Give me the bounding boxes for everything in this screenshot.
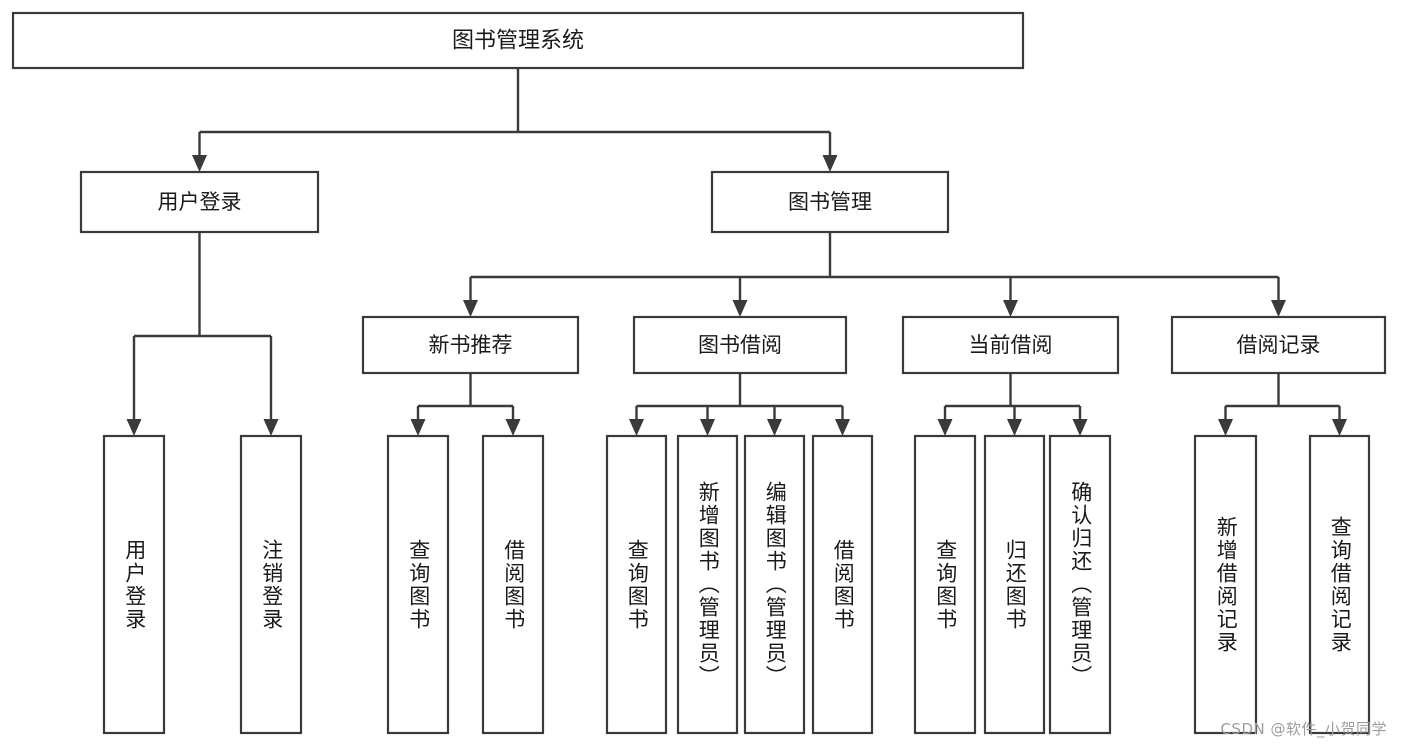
node-box-borrow-record[interactable] — [1170, 315, 1387, 375]
node-label-root: 图书管理系统 — [452, 29, 584, 54]
node-box-book-borrow[interactable] — [632, 315, 848, 375]
node-box-leaf-query-book-b[interactable] — [605, 434, 668, 735]
arrow-head-icon — [463, 300, 478, 317]
node-label-user-login: 用户登录 — [158, 190, 242, 214]
node-box-book-manage[interactable] — [710, 170, 950, 234]
arrow-head-icon — [1218, 419, 1233, 436]
node-box-leaf-borrow-book-b[interactable] — [811, 434, 874, 735]
node-box-new-book-rec[interactable] — [361, 315, 580, 375]
arrow-head-icon — [1003, 300, 1018, 317]
node-label-borrow-record: 借阅记录 — [1237, 333, 1321, 357]
arrow-head-icon — [937, 419, 953, 436]
arrow-head-icon — [700, 419, 715, 436]
node-label-book-borrow: 图书借阅 — [698, 333, 782, 357]
arrow-head-icon — [192, 155, 207, 172]
connector-layer — [126, 68, 1347, 436]
node-label-book-manage: 图书管理 — [788, 190, 872, 214]
node-box-leaf-query-record[interactable] — [1308, 434, 1371, 735]
node-box-leaf-query-book-c[interactable] — [913, 434, 977, 735]
arrow-head-icon — [505, 419, 521, 436]
node-box-leaf-user-login[interactable] — [102, 434, 166, 735]
node-box-leaf-edit-book[interactable] — [743, 434, 806, 735]
node-label-new-book-rec: 新书推荐 — [429, 333, 513, 357]
watermark-text: CSDN @软件_小贺同学 — [1220, 720, 1387, 738]
arrow-head-icon — [1072, 419, 1088, 436]
arrow-head-icon — [126, 419, 142, 436]
node-box-leaf-confirm-return[interactable] — [1048, 434, 1112, 735]
arrow-head-icon — [410, 419, 426, 436]
node-box-leaf-borrow-book-rec[interactable] — [481, 434, 545, 735]
node-box-leaf-add-record[interactable] — [1193, 434, 1258, 735]
node-box-user-login[interactable] — [79, 170, 320, 234]
node-label-current-borrow: 当前借阅 — [969, 333, 1053, 357]
node-box-leaf-add-book[interactable] — [676, 434, 739, 735]
node-box-current-borrow[interactable] — [901, 315, 1120, 375]
node-box-leaf-return-book[interactable] — [983, 434, 1046, 735]
arrow-head-icon — [732, 300, 748, 317]
arrow-head-icon — [767, 419, 782, 436]
node-box-leaf-query-book-rec[interactable] — [386, 434, 450, 735]
arrow-head-icon — [822, 155, 838, 172]
arrow-head-icon — [629, 419, 644, 436]
node-box-root[interactable] — [11, 11, 1025, 70]
arrow-head-icon — [1007, 419, 1022, 436]
node-box-leaf-logout[interactable] — [239, 434, 303, 735]
arrow-head-icon — [263, 419, 279, 436]
arrow-head-icon — [835, 419, 850, 436]
arrow-head-icon — [1332, 419, 1347, 436]
arrow-head-icon — [1271, 300, 1286, 317]
